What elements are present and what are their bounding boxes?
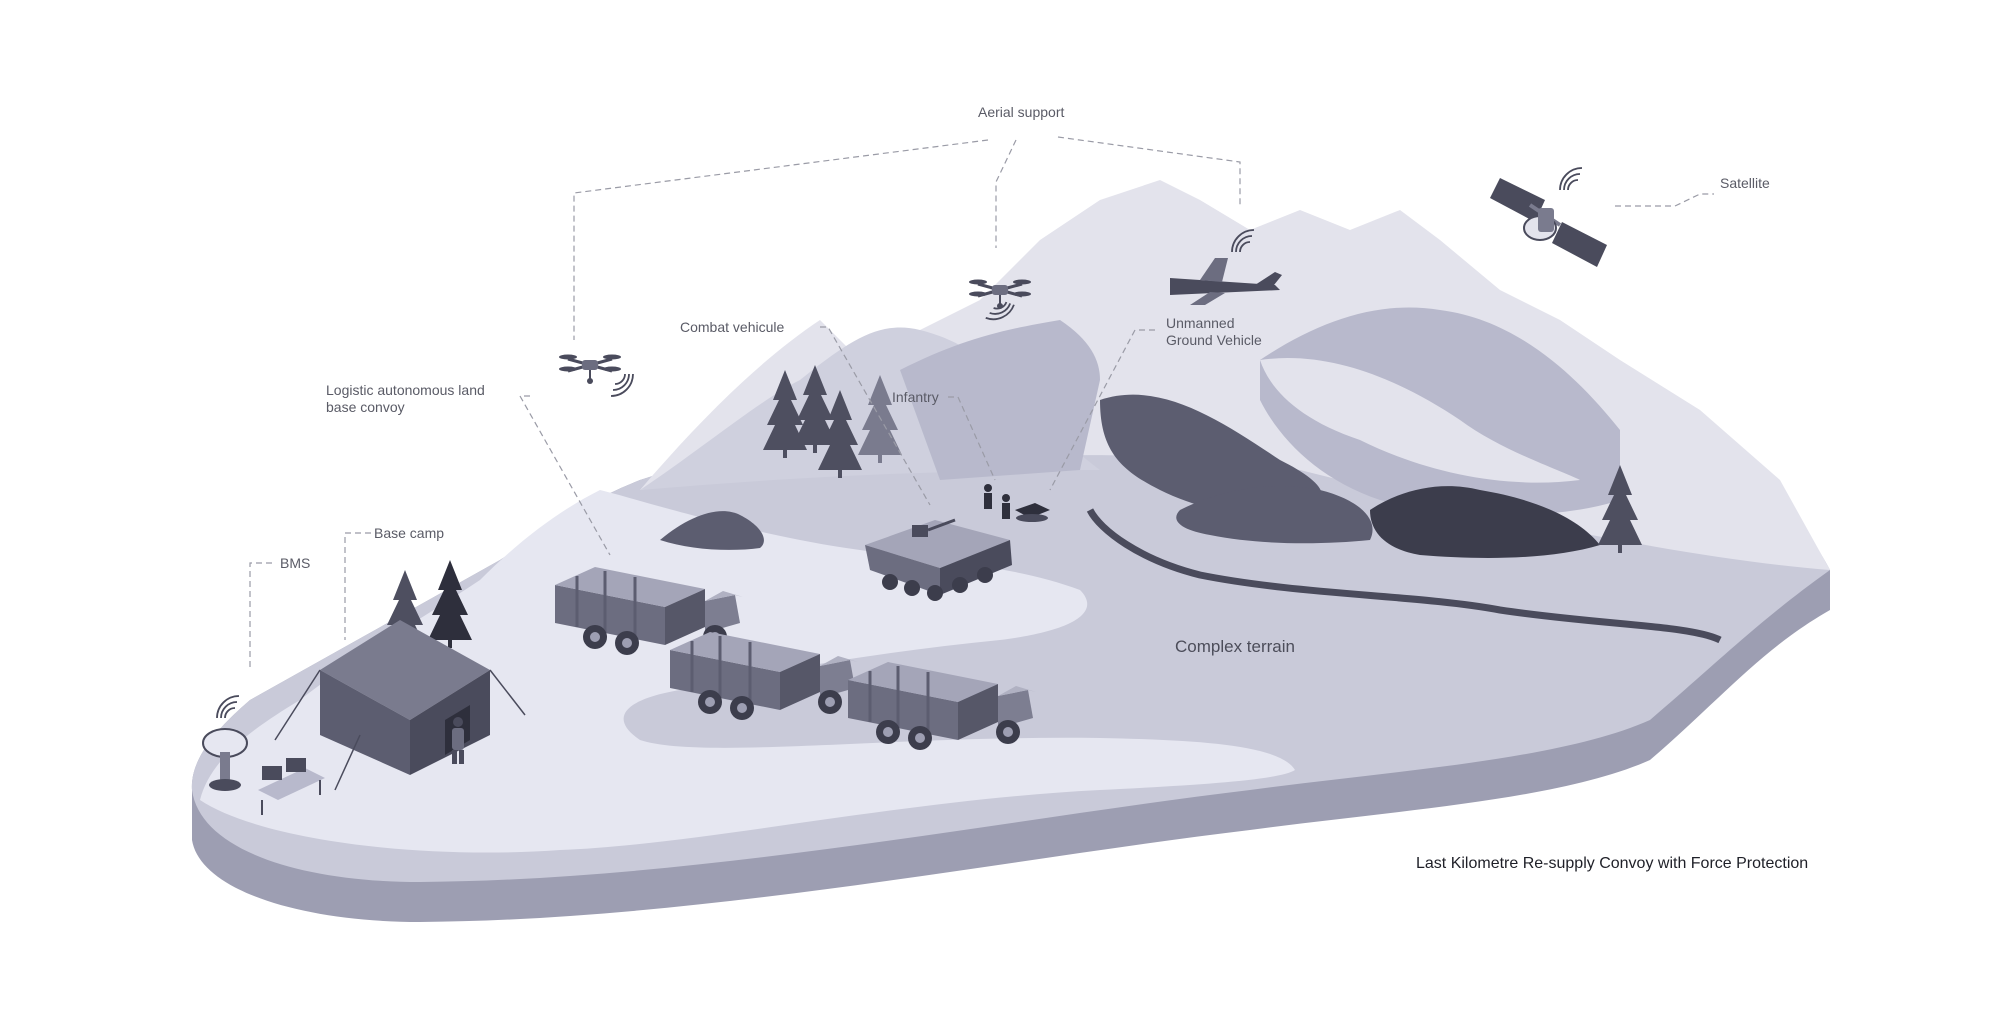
satellite-icon (1490, 167, 1607, 267)
label-convoy-line2: base convoy (326, 399, 405, 415)
label-bms: BMS (280, 555, 311, 571)
mountain-range (640, 180, 1830, 644)
infantry-figures (984, 484, 1010, 519)
label-satellite: Satellite (1720, 175, 1770, 191)
label-combat-vehicle: Combat vehicule (680, 319, 785, 335)
bms-console (258, 758, 325, 815)
label-convoy-line1: Logistic autonomous land (326, 382, 485, 398)
combat-vehicle (865, 518, 1012, 601)
satellite-dish (202, 695, 248, 791)
soldier-figure (452, 717, 464, 764)
label-convoy: Logistic autonomous land base convoy (326, 382, 485, 416)
label-aerial-support: Aerial support (978, 104, 1065, 120)
leader-lines (249, 136, 1714, 670)
fixed-wing-uav (1170, 229, 1282, 305)
label-base-camp: Base camp (374, 525, 445, 541)
base-camp-tent (274, 620, 526, 791)
label-ugv: Unmanned Ground Vehicle (1166, 315, 1262, 349)
label-infantry: Infantry (892, 389, 939, 405)
label-ugv-line1: Unmanned (1166, 315, 1235, 331)
unmanned-ground-vehicle (1015, 503, 1050, 522)
label-complex-terrain: Complex terrain (1175, 637, 1295, 656)
drone-1 (557, 353, 634, 397)
diagram-title: Last Kilometre Re-supply Convoy with For… (1416, 855, 1809, 872)
label-ugv-line2: Ground Vehicle (1166, 332, 1262, 348)
